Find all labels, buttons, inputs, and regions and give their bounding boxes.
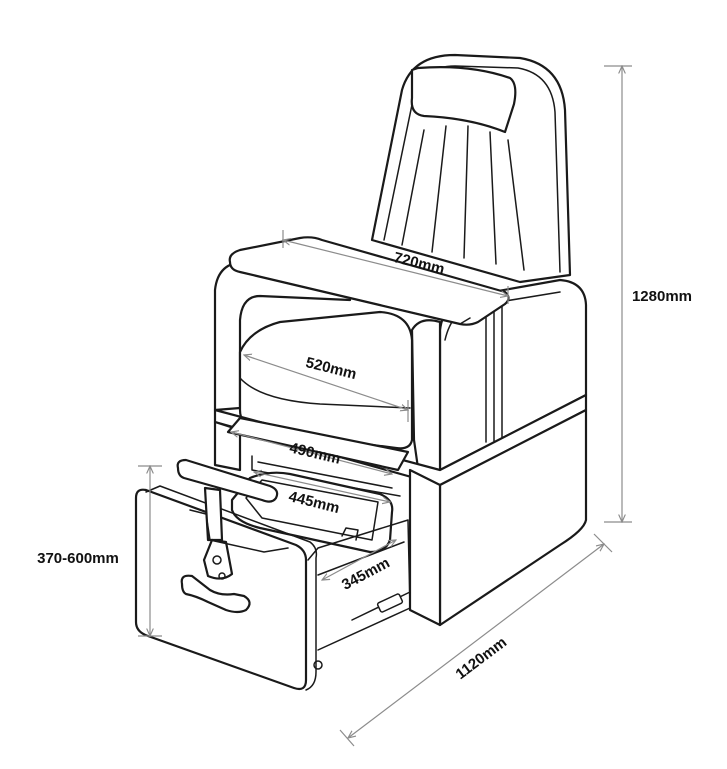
backrest [370, 53, 572, 284]
drawer-handle [180, 574, 251, 614]
label-total-height: 1280mm [632, 288, 692, 305]
dimension-lines [138, 66, 632, 747]
label-tub-depth: 345mm [339, 554, 393, 593]
label-total-length: 1120mm [453, 634, 511, 683]
drawer-front [134, 488, 308, 691]
label-footrest-height: 370-600mm [37, 550, 119, 567]
headrest-pillow [410, 66, 517, 134]
